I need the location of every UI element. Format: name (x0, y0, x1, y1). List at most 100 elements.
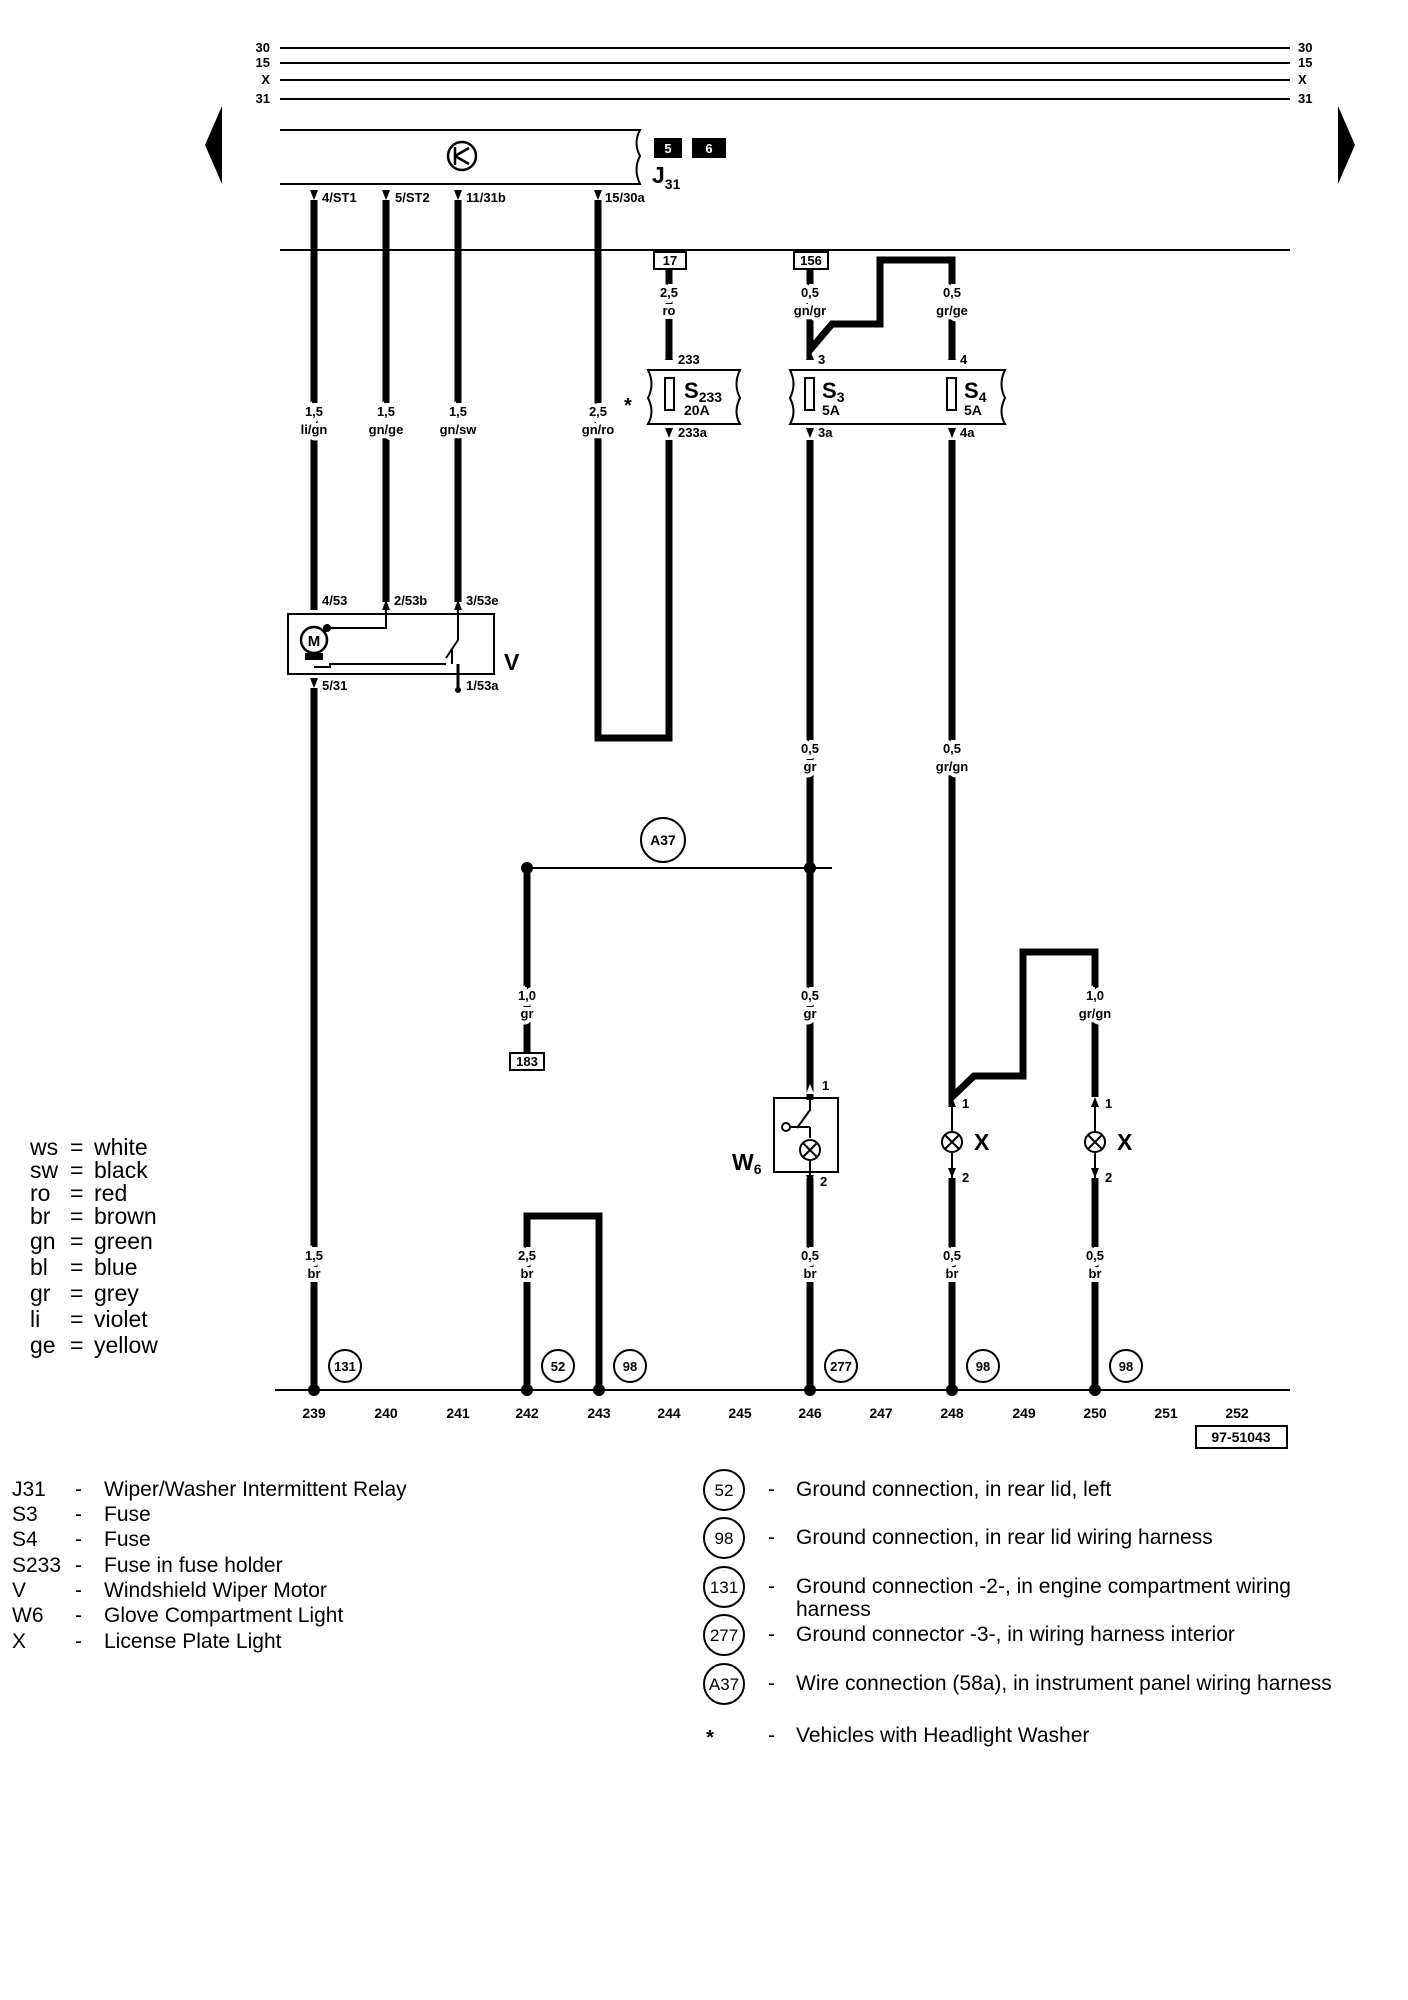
color-code: ge (30, 1332, 56, 1358)
track-number: 250 (1083, 1405, 1107, 1421)
wire-color: gr/gn (1079, 1006, 1112, 1021)
legend-desc: Fuse (104, 1528, 151, 1551)
svg-text:0,5: 0,5 (1086, 1248, 1104, 1263)
wire-color: gn/sw (440, 422, 478, 437)
x-pin: 1 (1105, 1096, 1112, 1111)
color-code: gr (30, 1280, 51, 1306)
switch-icon (796, 1100, 811, 1129)
color-name: blue (94, 1254, 137, 1280)
svg-text:-: - (768, 1575, 775, 1598)
wire-track-248-250 (948, 440, 1099, 1106)
bus-labels-left: 30 15 X 31 (256, 40, 271, 106)
svg-text:-: - (75, 1579, 82, 1602)
svg-text:0,5: 0,5 (801, 741, 819, 756)
svg-text:gr: gr (804, 759, 817, 774)
relay-label: J31 (652, 162, 681, 192)
svg-text:0,5: 0,5 (943, 285, 961, 300)
svg-text:2,5: 2,5 (518, 1248, 536, 1263)
track-numbers: 239 240 241 242 243 244 245 246 247 248 … (302, 1405, 1249, 1421)
a37-label: A37 (650, 832, 676, 848)
legend-code: J31 (12, 1478, 46, 1501)
reference-183: 183 (509, 1052, 545, 1071)
fuse-pin: 4 (960, 352, 968, 367)
color-name: grey (94, 1280, 139, 1306)
svg-text:183: 183 (516, 1054, 538, 1069)
svg-text:-: - (768, 1724, 775, 1747)
previous-page-arrow-icon[interactable] (205, 106, 222, 184)
next-page-arrow-icon[interactable] (1338, 106, 1355, 184)
x-pin: 2 (962, 1170, 969, 1185)
bus-lines (280, 47, 1290, 251)
ground-legend-symbol: 98 (715, 1529, 734, 1548)
x-pin: 2 (1105, 1170, 1112, 1185)
wire-color: gn/gr (794, 303, 827, 318)
wire-gauge: 1,0 (518, 988, 536, 1003)
svg-text:=: = (70, 1332, 83, 1358)
motor-label: V (504, 649, 520, 675)
color-name: white (93, 1134, 148, 1160)
wire-color: br (946, 1266, 959, 1281)
relay-pin: 11/31b (466, 190, 506, 205)
bus-label-15: 15 (1298, 55, 1312, 70)
x-label: X (1117, 1129, 1133, 1155)
relay-j31: 5 6 J31 4/ST1 5/ST2 11/31b 15/30a (280, 129, 726, 205)
svg-text:br: br (308, 1266, 321, 1281)
wire-color: br (804, 1266, 817, 1281)
svg-text:1,0: 1,0 (518, 988, 536, 1003)
svg-text:=: = (70, 1280, 83, 1306)
fuse-rating: 20A (684, 402, 710, 418)
svg-text:0,5: 0,5 (801, 1248, 819, 1263)
x-label: X (974, 1129, 990, 1155)
svg-text:-: - (75, 1503, 82, 1526)
w6-pin: 2 (820, 1174, 827, 1189)
fuse-pin: 4a (960, 425, 975, 440)
color-code: gn (30, 1228, 56, 1254)
wire-color: li/gn (301, 422, 328, 437)
wire-gauge: 2,5 (518, 1248, 536, 1263)
fuse-rating: 5A (964, 402, 982, 418)
svg-text:0,5: 0,5 (801, 988, 819, 1003)
license-plate-light-x-left: 1 2 X (941, 1096, 990, 1185)
page-badge-label: 5 (664, 141, 671, 156)
fuse-rating: 5A (822, 402, 840, 418)
page-badge (692, 138, 726, 158)
component-legend: J31-Wiper/Washer Intermittent Relay S3-F… (12, 1478, 407, 1653)
wire-color: gr (521, 1006, 534, 1021)
legend-desc: Windshield Wiper Motor (104, 1579, 327, 1602)
ground-legend-desc: Vehicles with Headlight Washer (796, 1724, 1089, 1747)
svg-text:gn/sw: gn/sw (440, 422, 478, 437)
wire-color: gr (804, 759, 817, 774)
svg-text:gn/ro: gn/ro (582, 422, 615, 437)
svg-text:br: br (521, 1266, 534, 1281)
fuse-references: 17 156 (653, 251, 829, 270)
diagram-id: 97-51043 (1211, 1429, 1270, 1445)
wire-color: gr (804, 1006, 817, 1021)
wire-gauge: 1,5 (377, 404, 395, 419)
svg-text:2,5: 2,5 (589, 404, 607, 419)
legend-desc: License Plate Light (104, 1630, 282, 1653)
color-code: ro (30, 1180, 50, 1206)
wire-gauge: 2,5 (589, 404, 607, 419)
color-code: ws (29, 1134, 58, 1160)
wire-gauge: 0,5 (1086, 1248, 1104, 1263)
fuse-icon (664, 377, 675, 411)
svg-text:br: br (1089, 1266, 1102, 1281)
svg-text:-: - (768, 1623, 775, 1646)
wire-gauge: 0,5 (801, 741, 819, 756)
fuse-name: S233 (684, 378, 722, 405)
svg-text:gr/gn: gr/gn (936, 759, 969, 774)
svg-text:gr: gr (804, 1006, 817, 1021)
svg-text:-: - (75, 1528, 82, 1551)
track-number: 252 (1225, 1405, 1249, 1421)
svg-text:1,5: 1,5 (305, 404, 323, 419)
svg-text:0,5: 0,5 (943, 741, 961, 756)
wire-track-242-243 (523, 1212, 603, 1390)
legend-desc: Fuse (104, 1503, 151, 1526)
license-plate-light-x-right: 1 2 X (1084, 1096, 1133, 1185)
wire-color: ro (663, 303, 676, 318)
bus-label-30: 30 (256, 40, 270, 55)
color-name: yellow (94, 1332, 158, 1358)
legend-desc: Glove Compartment Light (104, 1604, 343, 1627)
svg-text:br: br (804, 1266, 817, 1281)
track-number: 245 (728, 1405, 752, 1421)
